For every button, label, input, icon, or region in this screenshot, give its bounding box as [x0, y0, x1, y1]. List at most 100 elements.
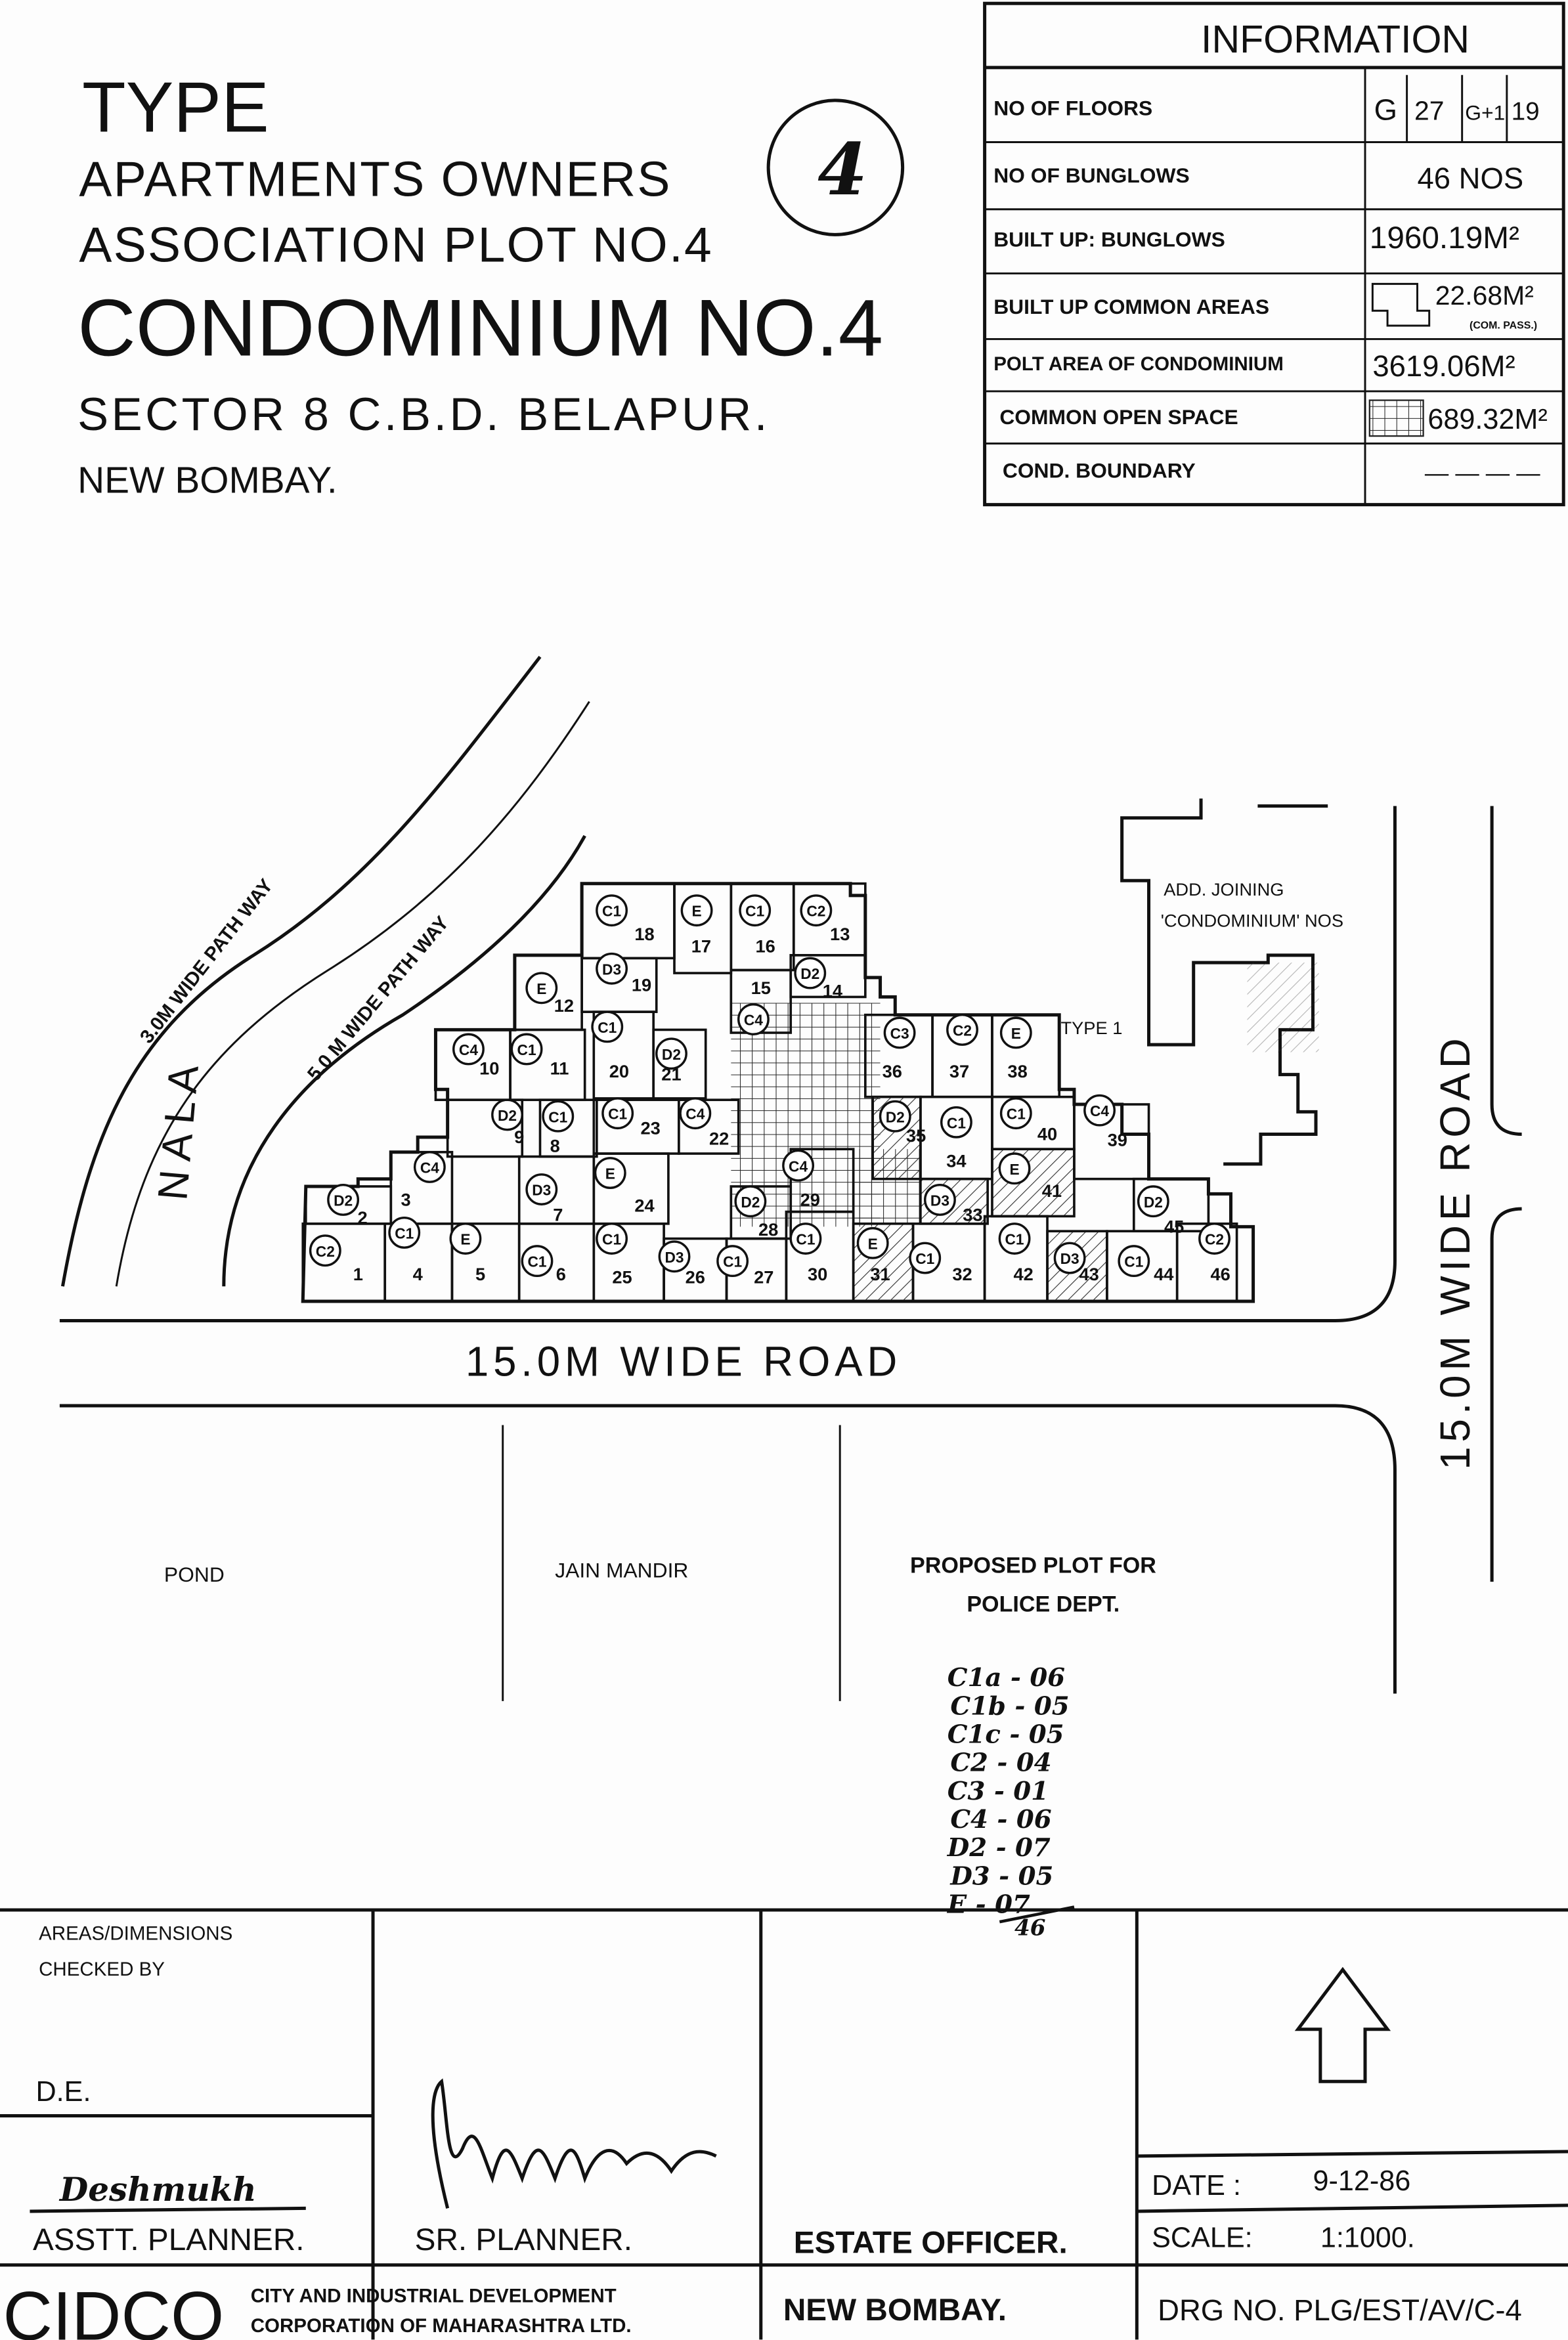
- unit-9: D29: [446, 1098, 524, 1158]
- unit-number: 37: [949, 1061, 969, 1081]
- unit-plot: [652, 1028, 707, 1100]
- floors-value: 19: [1512, 97, 1540, 125]
- unit-type: C2: [1205, 1231, 1224, 1248]
- unit-2: D22: [304, 1184, 393, 1228]
- unit-number: 42: [1014, 1264, 1034, 1284]
- unit-type-circle: [1198, 1223, 1230, 1255]
- unit-12: E12: [513, 953, 583, 1031]
- unit-type: D3: [930, 1192, 949, 1209]
- unit-type: C1: [1007, 1106, 1026, 1123]
- asst-planner-signature: Deshmukh: [58, 2170, 257, 2209]
- unit-type-circle: [794, 957, 827, 989]
- unit-type: C1: [608, 1106, 627, 1123]
- title-association: ASSOCIATION PLOT NO.4: [79, 217, 713, 272]
- unit-type-circle: [525, 972, 558, 1005]
- scale-value: 1:1000.: [1320, 2222, 1415, 2253]
- info-row-note: (COM. PASS.): [1470, 320, 1537, 332]
- unit-number: 29: [800, 1190, 820, 1210]
- unit-type-circle: [601, 1097, 634, 1130]
- unit-type: C1: [548, 1108, 567, 1125]
- unit-number: 7: [553, 1204, 563, 1224]
- unit-type-circle: [521, 1245, 554, 1278]
- unit-number: 21: [661, 1064, 681, 1085]
- unit-type: C2: [806, 903, 825, 920]
- date-value: 9-12-86: [1313, 2165, 1410, 2197]
- unit-type-circle: [596, 952, 628, 985]
- unit-number: 46: [1210, 1264, 1230, 1284]
- unit-4: C14: [383, 1217, 454, 1303]
- type-1-label: TYPE 1: [1060, 1018, 1122, 1038]
- unit-3: C43: [389, 1150, 454, 1225]
- unit-type-circle: [388, 1217, 421, 1249]
- drawing-number: DRG NO. PLG/EST/AV/C-4: [1158, 2293, 1522, 2327]
- nala-label: N A L A: [149, 1063, 207, 1202]
- unit-number: 45: [1164, 1216, 1184, 1236]
- condominium-cluster: C21D22C43C14E5C16D37C18D29C410C111E12C21…: [301, 882, 1255, 1303]
- unit-number: 35: [906, 1125, 926, 1146]
- tally-item: C1a - 06: [947, 1663, 1065, 1693]
- unit-type: D2: [741, 1194, 760, 1211]
- org-name: CORPORATION OF MAHARASHTRA LTD.: [251, 2315, 632, 2337]
- unit-type: C1: [395, 1225, 414, 1242]
- unit-type-circle: [999, 1016, 1032, 1049]
- unit-type: C1: [723, 1253, 742, 1270]
- unit-type: E: [536, 980, 546, 997]
- unit-type: E: [1011, 1025, 1021, 1042]
- org-name: CITY AND INDUSTRIAL DEVELOPMENT: [251, 2286, 617, 2307]
- unit-type: C2: [953, 1022, 972, 1039]
- unit-type-circle: [542, 1100, 575, 1133]
- unit-type-circle: [909, 1242, 942, 1274]
- adjoining-label: ADD. JOINING: [1164, 879, 1284, 899]
- unit-type-circle: [924, 1184, 956, 1216]
- unit-number: 22: [709, 1128, 729, 1148]
- info-row-label: BUILT UP COMMON AREAS: [993, 295, 1269, 318]
- unit-type-circle: [596, 1223, 628, 1255]
- header: TYPE APARTMENTS OWNERS ASSOCIATION PLOT …: [77, 68, 905, 501]
- police-plot-label: POLICE DEPT.: [967, 1592, 1120, 1617]
- unit-number: 23: [640, 1117, 660, 1138]
- tally-item: C3 - 01: [947, 1777, 1049, 1806]
- info-row-value: 22.68M²: [1435, 280, 1534, 311]
- unit-number: 28: [758, 1219, 778, 1240]
- unit-type: C1: [796, 1231, 815, 1248]
- info-row-value: 46 NOS: [1418, 162, 1524, 195]
- unit-type: D2: [800, 965, 819, 982]
- unit-type: D2: [886, 1108, 905, 1125]
- unit-type-circle: [1083, 1094, 1116, 1127]
- unit-type: D3: [532, 1182, 551, 1199]
- unit-type-circle: [800, 894, 833, 927]
- tally-item: C2 - 04: [950, 1748, 1051, 1778]
- title-block: AREAS/DIMENSIONS CHECKED BY D.E. Deshmuk…: [0, 1908, 1568, 2340]
- asst-planner-label: ASSTT. PLANNER.: [33, 2222, 305, 2257]
- circled-number: 4: [817, 127, 867, 211]
- unit-number: 36: [882, 1061, 902, 1081]
- unit-46: C2 46: [1175, 1222, 1238, 1303]
- unit-type-circle: [680, 894, 713, 927]
- unit-type-circle: [883, 1016, 916, 1049]
- unit-type: E: [692, 903, 702, 920]
- road-right-label: 15.0M WIDE ROAD: [1432, 1033, 1479, 1469]
- unit-number: 41: [1042, 1181, 1062, 1201]
- unit-type-circle: [591, 1010, 624, 1043]
- unit-plot: [1175, 1222, 1238, 1303]
- unit-type: D2: [498, 1107, 517, 1124]
- unit-type-circle: [658, 1240, 691, 1273]
- tally-item: C1c - 05: [947, 1720, 1064, 1749]
- unit-number: 39: [1108, 1130, 1127, 1150]
- tally-item: D2 - 07: [947, 1833, 1051, 1863]
- unit-type: C4: [744, 1012, 763, 1029]
- unit-type-circle: [525, 1173, 558, 1205]
- unit-number: 32: [952, 1264, 972, 1284]
- areas-checked-label: CHECKED BY: [39, 1959, 165, 1980]
- floors-value: G+1: [1465, 100, 1505, 124]
- tally-item: C1b - 05: [950, 1691, 1069, 1721]
- unit-type-circle: [739, 894, 772, 927]
